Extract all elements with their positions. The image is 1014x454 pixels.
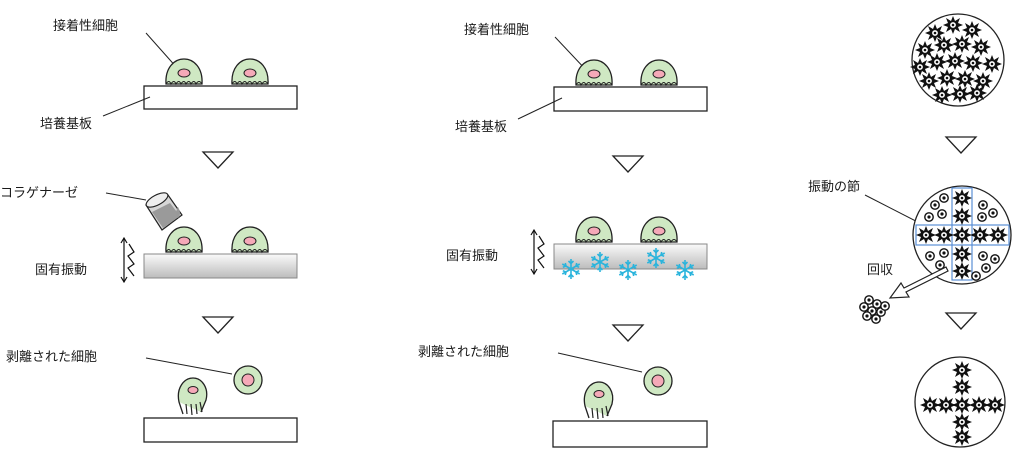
leader-line: [557, 352, 643, 373]
leader-line: [517, 97, 563, 120]
recover-label: 回収: [867, 263, 893, 278]
leader-line: [145, 357, 233, 375]
adherent-cell: [575, 59, 613, 86]
detached-cell: [643, 366, 673, 396]
down-arrow-triangle: [202, 316, 234, 334]
vibration-node-label: 振動の節: [808, 180, 860, 195]
adherent-cells-label: 接着性細胞: [53, 18, 118, 34]
collagenase-label: コラゲナーゼ: [0, 186, 78, 201]
right-panel: 振動の節 回収: [808, 13, 1012, 448]
culture-substrate: [552, 420, 708, 448]
natural-vibration-label: 固有振動: [446, 249, 498, 264]
leader-line: [105, 192, 147, 201]
collagenase-beaker: [145, 192, 183, 231]
down-arrow-triangle: [202, 151, 234, 169]
peeling-cell: [177, 377, 208, 416]
vibration-arrow-icon: [530, 229, 545, 275]
recovered-cells-cluster: [859, 295, 890, 324]
culture-substrate-label: 培養基板: [40, 116, 92, 132]
adherent-cell: [231, 58, 269, 85]
detached-cells-label: 剥離された細胞: [418, 345, 509, 360]
left-panel: 接着性細胞 培養基板 コラゲナーゼ 固有振動 剥離された細胞: [0, 18, 298, 443]
culture-substrate: [143, 85, 298, 110]
adherent-cell: [575, 216, 613, 243]
down-arrow-triangle: [612, 155, 644, 173]
adherent-cell: [640, 216, 678, 243]
culture-substrate: [553, 86, 708, 112]
peeling-cell: [583, 381, 614, 420]
adherent-cell: [640, 59, 678, 86]
adherent-cell: [165, 58, 203, 85]
vibration-arrow-icon: [120, 237, 135, 283]
culture-substrate: [143, 417, 298, 443]
dish-confluent: [909, 13, 1005, 107]
down-arrow-triangle: [612, 324, 644, 342]
culture-substrate-label: 培養基板: [455, 119, 507, 135]
detached-cell: [233, 365, 263, 395]
middle-panel: 接着性細胞 培養基板 固有振動 剥離された細胞: [418, 22, 708, 448]
down-arrow-triangle: [945, 136, 977, 154]
adherent-cell: [165, 226, 203, 253]
natural-vibration-label: 固有振動: [35, 263, 87, 278]
dish-remaining-cells: [914, 356, 1006, 448]
dish-vibration-nodes: [912, 185, 1012, 285]
down-arrow-triangle: [945, 312, 977, 330]
adherent-cells-label: 接着性細胞: [464, 22, 529, 38]
detached-cells-label: 剥離された細胞: [6, 350, 97, 365]
culture-substrate-vibrating: [143, 253, 298, 279]
recover-arrow-icon: [888, 266, 949, 299]
leader-line: [102, 96, 151, 117]
adherent-cell: [231, 226, 269, 253]
